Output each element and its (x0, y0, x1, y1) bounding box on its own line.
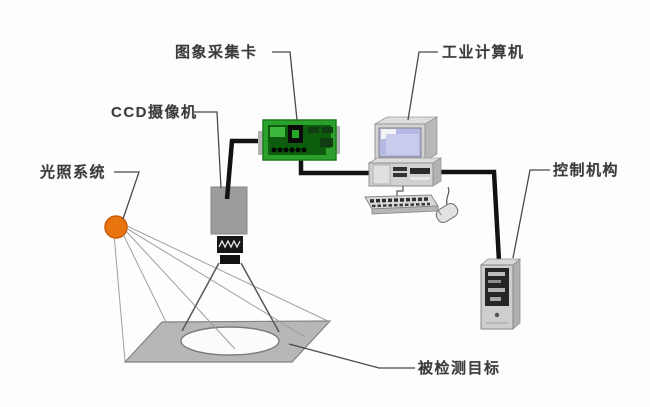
mouse (435, 202, 459, 224)
leader-lines (114, 51, 550, 369)
card-chip (322, 127, 333, 133)
card-chip (308, 127, 319, 133)
light-ray (125, 227, 306, 338)
tower-side-face (512, 258, 521, 330)
drive-slot (393, 173, 407, 177)
card-left-tab (258, 131, 264, 155)
case-vent (410, 177, 430, 180)
label-lighting-system: 光照系统 (40, 164, 107, 181)
light-ray (126, 225, 331, 323)
target-ellipse (180, 326, 280, 356)
case-side-face (432, 157, 442, 187)
light-ray (124, 229, 236, 350)
card-right-tab (334, 126, 340, 154)
tower-slot (490, 297, 501, 301)
cables (224, 138, 502, 262)
control-tower (479, 258, 522, 330)
card-component (270, 127, 285, 137)
light-source (104, 215, 128, 239)
leader-ccd-camera (194, 111, 222, 189)
cable-computer-to-controller (440, 169, 502, 262)
label-inspected-target: 被检测目标 (418, 360, 501, 377)
label-control-mechanism: 控制机构 (553, 162, 620, 179)
card-component (326, 148, 335, 156)
screen-panel (386, 134, 419, 155)
leader-lighting-system (114, 171, 140, 220)
keyboard-cable (396, 186, 404, 196)
keyboard-keys-row (369, 197, 429, 203)
camera-view-cone (181, 262, 280, 333)
camera-lens-lower (220, 255, 240, 264)
mouse-button-line (437, 209, 442, 216)
monitor-side-face (424, 116, 438, 162)
label-capture-card: 图象采集卡 (175, 44, 258, 61)
tower-power-button (494, 312, 500, 318)
cable-card-to-computer (298, 158, 372, 176)
mouse-cable (445, 186, 450, 206)
drive-bay (410, 168, 430, 174)
leader-industrial-computer (407, 51, 438, 121)
capture-card (258, 119, 340, 161)
tower-slot (488, 272, 505, 276)
leader-inspected-target (288, 343, 415, 369)
card-chip-core (292, 130, 299, 138)
tower-slot (488, 288, 505, 292)
drive-slot (393, 167, 407, 171)
case-top-face (367, 157, 443, 164)
tower-slot (488, 280, 501, 283)
card-chip (320, 138, 333, 147)
lens-thread-pattern (218, 239, 241, 249)
industrial-computer (364, 116, 459, 224)
label-industrial-computer: 工业计算机 (442, 44, 525, 61)
case-left-panel (372, 164, 391, 185)
leader-capture-card (272, 51, 298, 121)
leader-control-mechanism (512, 169, 550, 259)
cable-card-to-camera (224, 138, 263, 200)
light-ray (113, 233, 126, 362)
label-ccd-camera: CCD摄像机 (111, 104, 198, 121)
card-connector-dots (271, 147, 307, 153)
light-ray (121, 231, 167, 323)
keyboard-keys-row (371, 202, 431, 208)
light-rays (113, 225, 331, 362)
